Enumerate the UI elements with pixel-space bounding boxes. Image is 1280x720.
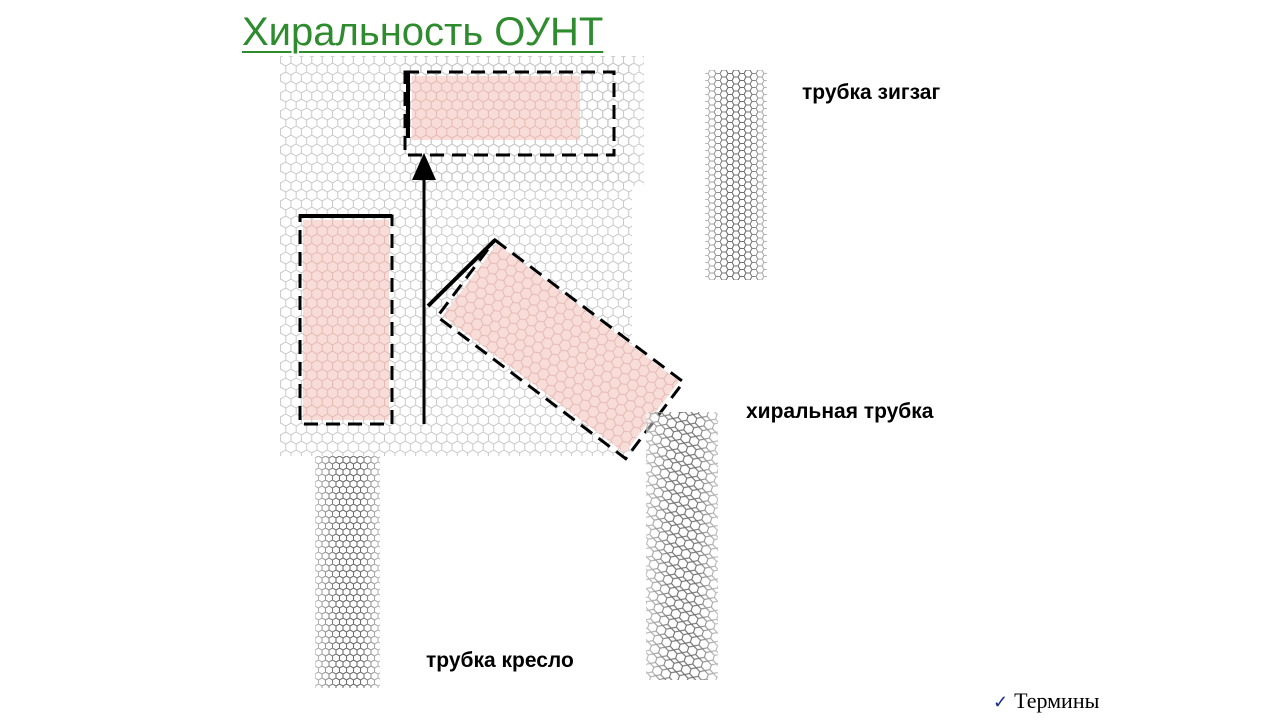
terms-link-label: Термины bbox=[1014, 688, 1100, 713]
zigzag-nanotube bbox=[705, 70, 767, 280]
chiral-edge-line bbox=[426, 238, 497, 308]
chiral-tube-label: хиральная трубка bbox=[746, 400, 934, 423]
chiral-nanotube bbox=[646, 412, 718, 680]
chiral-strip-outline bbox=[435, 237, 686, 461]
armchair-nanotube bbox=[315, 456, 380, 688]
zigzag-strip-highlight bbox=[412, 76, 580, 140]
zigzag-tube-label: трубка зигзаг bbox=[802, 81, 941, 104]
chiral-strip bbox=[435, 237, 686, 461]
armchair-tube-label: трубка кресло bbox=[426, 649, 574, 672]
checkmark-icon: ✓ bbox=[993, 692, 1009, 712]
zigzag-strip-outline bbox=[403, 70, 616, 157]
terms-link[interactable]: ✓Термины bbox=[993, 688, 1099, 715]
chiral-strip-highlight bbox=[442, 244, 680, 454]
slide-title: Хиральность ОУНТ bbox=[242, 10, 604, 54]
armchair-strip-highlight bbox=[303, 220, 389, 420]
